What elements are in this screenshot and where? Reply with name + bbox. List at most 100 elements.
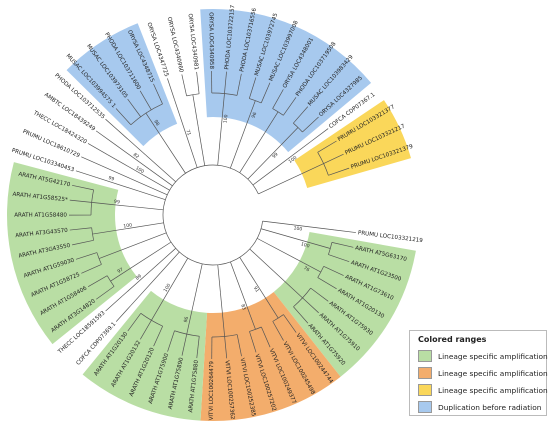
tip-branch — [302, 297, 319, 314]
node-arc — [211, 92, 238, 96]
bootstrap-label: 100 — [123, 222, 133, 229]
tip-branch — [293, 306, 309, 324]
legend-label: Lineage specific amplification — [438, 385, 548, 395]
internal-branch — [239, 257, 262, 292]
internal-branch — [145, 112, 158, 131]
bootstrap-values: 1001007691839610089971009999100829871100… — [107, 111, 310, 323]
tip-branch — [323, 153, 344, 164]
internal-branch — [222, 93, 225, 114]
bootstrap-label: 99 — [107, 175, 115, 183]
internal-branch — [217, 113, 223, 166]
tip-branch — [72, 184, 94, 191]
leaf-label: VITVI LOC100264479 — [209, 361, 216, 421]
internal-branch — [149, 169, 173, 187]
legend: Colored ranges Lineage specific amplific… — [409, 330, 548, 416]
legend-item-green: Lineage specific amplification — [418, 349, 548, 363]
legend-swatch-orange — [418, 367, 432, 379]
legend-swatch-yellow — [418, 384, 432, 396]
internal-branch — [156, 129, 186, 174]
tip-branch — [75, 170, 97, 178]
tip-branch — [95, 130, 115, 145]
internal-branch — [220, 292, 225, 337]
internal-branch — [217, 264, 221, 293]
tip-branch — [310, 287, 329, 302]
tip-branch — [115, 305, 132, 322]
tip-branch — [127, 313, 142, 332]
bootstrap-label: 98 — [152, 119, 160, 127]
legend-title: Colored ranges — [418, 335, 487, 344]
bootstrap-label: 82 — [132, 152, 140, 160]
clade-range-orange — [200, 291, 341, 421]
bootstrap-label: 100 — [293, 225, 303, 232]
tip-branch — [181, 74, 187, 96]
bootstrap-label: 71 — [184, 129, 191, 136]
tip-branch — [196, 336, 200, 359]
internal-branch — [299, 239, 331, 249]
clade-range-blue — [200, 8, 372, 153]
internal-branch — [91, 202, 112, 205]
tip-branch — [236, 334, 242, 357]
bootstrap-label: 91 — [252, 285, 260, 293]
tip-branch — [167, 78, 175, 100]
tip-branch — [283, 314, 297, 333]
clade-range-yellow — [294, 100, 412, 188]
internal-branch — [186, 302, 194, 335]
internal-branch — [262, 220, 291, 225]
internal-branch — [121, 274, 147, 297]
legend-item-blue: Duplication before radiation — [418, 400, 541, 414]
tip-branch — [248, 77, 257, 99]
internal-branch — [260, 228, 300, 241]
bootstrap-label: 96 — [251, 111, 259, 119]
bootstrap-label: 100 — [134, 165, 145, 175]
tip-branch — [224, 71, 227, 94]
tip-branch — [196, 71, 200, 94]
internal-branch — [303, 262, 322, 273]
tip-branch — [249, 331, 257, 353]
tip-branch — [272, 89, 284, 109]
node-arc — [272, 108, 284, 116]
internal-branch — [138, 190, 166, 201]
internal-branch — [124, 164, 170, 191]
tip-branch — [302, 116, 319, 133]
tip-branch — [139, 320, 152, 340]
node-arc — [317, 266, 324, 278]
leaf-label: ARATH AT1G58525* — [12, 192, 68, 204]
internal-branch — [260, 111, 279, 140]
internal-branch — [98, 242, 141, 259]
internal-branch — [140, 232, 167, 244]
legend-label: Duplication before radiation — [438, 402, 542, 412]
tip-branch — [105, 118, 123, 135]
internal-branch — [283, 127, 299, 143]
tip-branch — [87, 143, 108, 155]
bootstrap-label: 97 — [116, 267, 124, 275]
internal-branch — [111, 204, 164, 211]
tip-branch — [328, 167, 350, 176]
internal-branch — [197, 126, 206, 166]
bootstrap-label: 100 — [222, 114, 229, 124]
tip-branch — [96, 286, 115, 300]
tip-branch — [181, 334, 188, 356]
internal-branch — [121, 133, 147, 156]
internal-branch — [130, 272, 161, 306]
tip-branch — [69, 199, 92, 203]
internal-branch — [145, 154, 176, 182]
tip-branch — [317, 277, 337, 290]
leaf-label: ORYSA LOC4340960 — [166, 17, 184, 74]
internal-branch — [257, 238, 304, 263]
bootstrap-label: 96 — [183, 316, 190, 323]
tip-branch — [139, 90, 152, 110]
internal-branch — [124, 222, 164, 230]
tip-branch — [153, 325, 164, 347]
internal-branch — [247, 141, 285, 180]
internal-branch — [192, 94, 199, 127]
internal-branch — [270, 267, 303, 299]
internal-branch — [252, 167, 276, 186]
leaf-label: ORYSA LOC4340981 — [186, 13, 198, 70]
internal-branch — [294, 163, 324, 178]
internal-branch — [160, 251, 180, 273]
tip-branch — [69, 227, 92, 231]
leaf-label: AMBTC LOC18439249 — [43, 92, 96, 133]
internal-branch — [130, 178, 168, 196]
internal-branch — [260, 290, 279, 319]
tip-branch — [272, 321, 284, 341]
